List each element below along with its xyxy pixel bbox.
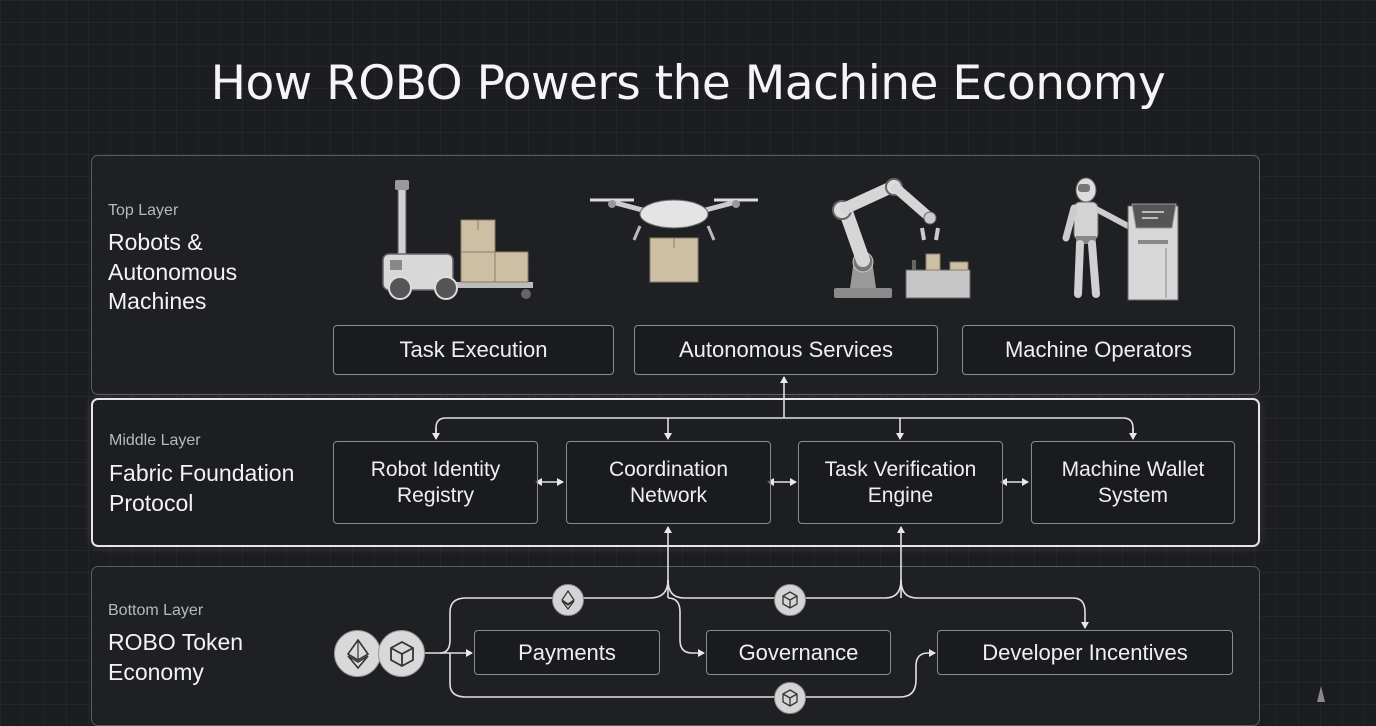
developer-incentives-box: Developer Incentives: [937, 630, 1233, 675]
box-line: Machine Wallet: [1061, 457, 1205, 481]
box-line: System: [1097, 483, 1168, 507]
robotic-arm-icon: [832, 178, 971, 299]
bottom-layer-name-line: ROBO Token: [108, 629, 244, 655]
box-line: Engine: [867, 483, 934, 507]
top-layer-name-line: Robots &: [108, 229, 203, 255]
machine-operators-box: Machine Operators: [962, 325, 1235, 375]
middle-layer-name-line: Protocol: [109, 489, 194, 516]
bottom-layer-tag: Bottom Layer: [108, 602, 204, 619]
coordination-network-box: Coordination Network: [566, 441, 771, 524]
robot-identity-registry-box: Robot Identity Registry: [333, 441, 538, 524]
delivery-drone-icon: [590, 198, 758, 283]
flow-line-governance: [667, 597, 705, 657]
top-layer-tag: Top Layer: [108, 202, 179, 219]
machine-wallet-system-box: Machine Wallet System: [1031, 441, 1235, 524]
top-layer-name-line: Autonomous: [108, 258, 238, 285]
bottom-layer-name-line: Economy: [108, 658, 204, 685]
governance-box: Governance: [706, 630, 891, 675]
middle-layer-tag: Middle Layer: [109, 432, 201, 449]
flow-line-developer: [900, 579, 1089, 629]
payments-box: Payments: [474, 630, 660, 675]
task-verification-engine-box: Task Verification Engine: [798, 441, 1003, 524]
top-layer-name: Robots & Autonomous Machines: [108, 228, 338, 317]
box-line: Robot Identity: [370, 457, 501, 481]
branch-line: [435, 417, 1134, 438]
autonomous-services-box: Autonomous Services: [634, 325, 938, 375]
box-line: Coordination: [608, 457, 729, 481]
connector-lines: [425, 376, 1137, 698]
flow-line-upper: [425, 579, 669, 654]
bottom-layer-name: ROBO Token Economy: [108, 628, 338, 687]
cube-token-icon: [378, 630, 425, 677]
sparkle-watermark-icon: [1317, 686, 1325, 702]
flow-line-lower: [449, 649, 936, 698]
cube-badge-icon: [774, 682, 806, 714]
task-execution-box: Task Execution: [333, 325, 614, 375]
box-line: Task Verification: [824, 457, 977, 481]
diagram-title: How ROBO Powers the Machine Economy: [210, 56, 1166, 111]
humanoid-robot-terminal-icon: [1062, 177, 1179, 301]
ethereum-icon: [334, 630, 381, 677]
top-layer-name-line: Machines: [108, 288, 207, 314]
middle-layer-name-line: Fabric Foundation: [109, 460, 295, 486]
delivery-robot-icon: [382, 180, 533, 300]
box-line: Registry: [396, 483, 475, 507]
box-line: Network: [629, 483, 708, 507]
middle-layer-name: Fabric Foundation Protocol: [109, 459, 339, 518]
cube-badge-icon: [774, 584, 806, 616]
ethereum-badge-icon: [552, 584, 584, 616]
